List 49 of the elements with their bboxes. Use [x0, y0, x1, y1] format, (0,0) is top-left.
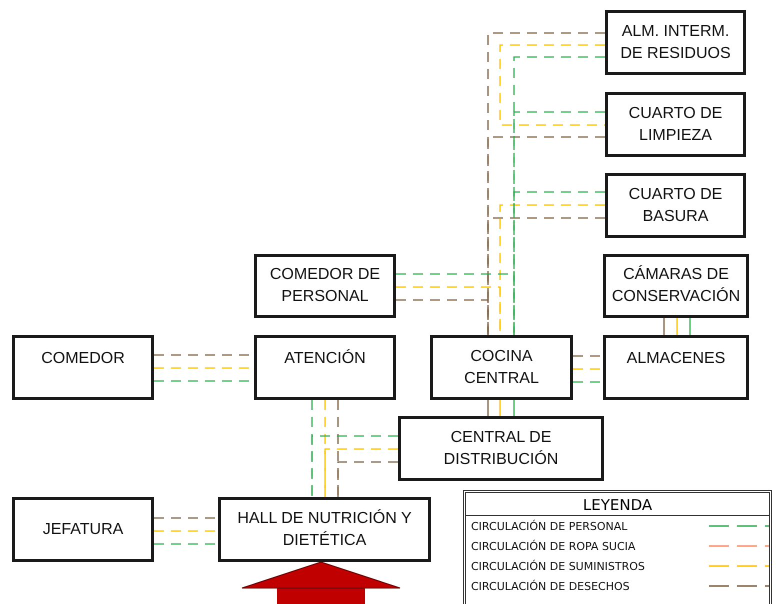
legend-text: CIRCULACIÓN DE DESECHOS [471, 580, 631, 592]
circulation-line [499, 400, 501, 416]
area-box [605, 10, 746, 75]
area-box [12, 497, 154, 562]
area-box [430, 335, 573, 400]
area-box [603, 254, 749, 318]
circulation-line [324, 400, 326, 497]
circulation-line [324, 448, 398, 497]
legend-title: LEYENDA [466, 495, 769, 516]
legend-text: CIRCULACIÓN DE ROPA SUCIA [471, 540, 636, 552]
area-name: CÁMARAS DE CONSERVACIÓN [610, 264, 742, 307]
circulation-line [499, 44, 605, 126]
circulation-line [573, 381, 603, 383]
circulation-line [573, 368, 603, 370]
area-box [605, 92, 746, 157]
circulation-line [154, 530, 218, 532]
area-box [218, 497, 431, 562]
circulation-line [337, 461, 398, 497]
area-box [398, 416, 604, 481]
area-name: CUARTO DE BASURA [628, 184, 724, 226]
area-box [254, 254, 396, 318]
area-name: ALMACENES [626, 349, 726, 369]
area-name: JEFATURA [42, 520, 124, 540]
circulation-line [396, 299, 489, 335]
area-name: CUARTO DE LIMPIEZA [628, 104, 724, 146]
area-box [12, 335, 154, 400]
area-box [603, 335, 749, 400]
circulation-line [154, 517, 218, 519]
circulation-line [154, 543, 218, 545]
area-name: HALL DE NUTRICIÓN Y DIETÉTICA [236, 508, 413, 550]
area-name: COMEDOR DE PERSONAL [268, 265, 382, 307]
area-box [254, 335, 396, 400]
circulation-line [663, 318, 665, 335]
legend-text: CIRCULACIÓN DE SUMINISTROS [471, 560, 646, 572]
area-box [605, 173, 746, 238]
circulation-line [513, 400, 515, 416]
legend-text: CIRCULACIÓN DE PERSONAL [471, 520, 628, 532]
circulation-line [396, 273, 515, 335]
area-name: CENTRAL DE DISTRIBUCIÓN [442, 428, 560, 470]
circulation-line [487, 400, 489, 416]
entrance-arrow [242, 562, 400, 604]
area-name: ALM. INTERM. DE RESIDUOS [619, 22, 732, 64]
circulation-line [573, 355, 603, 357]
circulation-line [676, 318, 678, 335]
area-name: COCINA CENTRAL [463, 346, 540, 388]
area-name: COMEDOR [41, 349, 125, 369]
area-name: ATENCIÓN [284, 348, 366, 369]
circulation-line [311, 435, 398, 497]
circulation-line [689, 318, 691, 335]
